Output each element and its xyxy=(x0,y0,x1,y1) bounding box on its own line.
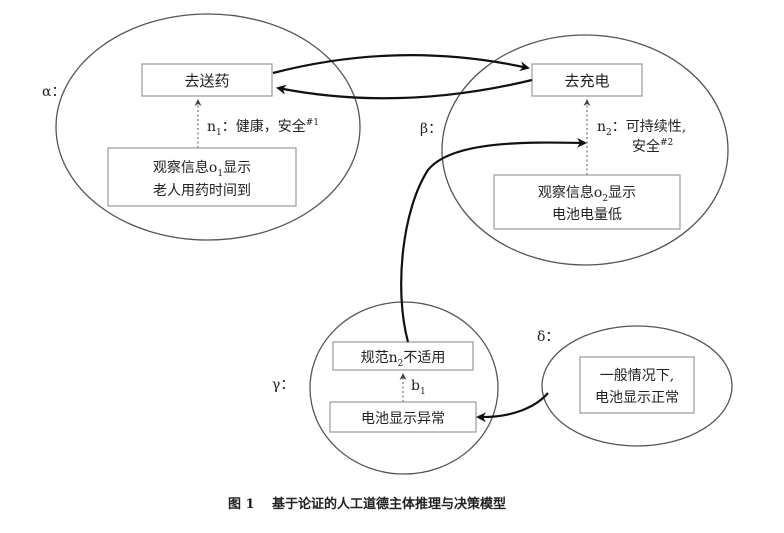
figure-caption: 图 1 基于论证的人工道德主体推理与决策模型 xyxy=(228,496,506,512)
beta-obs-line2: 电池电量低 xyxy=(552,207,622,223)
gamma-obs-text: 电池显示异常 xyxy=(361,411,445,427)
delta-argument: δ： 一般情况下, 电池显示正常 xyxy=(537,325,733,447)
beta-norm-line2: 安全#2 xyxy=(632,138,673,155)
alpha-label: α： xyxy=(42,84,65,100)
gamma-rule-box xyxy=(332,341,474,371)
attack-arrow-gamma-to-beta xyxy=(400,137,587,343)
attack-arrow-beta-to-alpha xyxy=(276,78,533,100)
caption-label: 图 1 xyxy=(228,497,255,512)
delta-label: δ： xyxy=(537,329,559,345)
gamma-label: γ： xyxy=(272,377,294,393)
beta-argument: β： 去充电 n2：可持续性, 安全#2 观察信息o2显示 电池电量低 xyxy=(420,34,729,266)
caption-text: 基于论证的人工道德主体推理与决策模型 xyxy=(271,496,506,512)
beta-goal-text: 去充电 xyxy=(564,72,609,90)
delta-box xyxy=(579,356,695,414)
alpha-obs-line2: 老人用药时间到 xyxy=(153,183,251,199)
gamma-rule-text: 规范n2不适用 xyxy=(361,349,446,369)
gamma-obs-box xyxy=(329,401,477,433)
alpha-argument: α： 去送药 n1：健康，安全#1 观察信息o1显示 老人用药时间到 xyxy=(42,13,361,241)
beta-label: β： xyxy=(420,121,442,137)
attack-arrow-alpha-to-beta xyxy=(272,54,530,75)
gamma-argument: γ： 规范n2不适用 b1 电池显示异常 xyxy=(272,301,499,475)
beta-obs-line1: 观察信息o2显示 xyxy=(538,184,636,204)
beta-norm-line1: n2：可持续性, xyxy=(597,118,686,138)
gamma-link-label: b1 xyxy=(411,378,426,397)
alpha-goal-text: 去送药 xyxy=(184,72,229,90)
alpha-obs-box xyxy=(107,147,297,207)
delta-line2: 电池显示正常 xyxy=(595,390,679,406)
beta-obs-box xyxy=(493,174,681,230)
attack-arrow-delta-to-gamma xyxy=(476,392,549,423)
delta-line1: 一般情况下, xyxy=(600,368,674,384)
alpha-goal-box xyxy=(141,63,273,97)
alpha-norm: n1：健康，安全#1 xyxy=(207,118,319,138)
alpha-obs-line1: 观察信息o1显示 xyxy=(153,159,251,179)
